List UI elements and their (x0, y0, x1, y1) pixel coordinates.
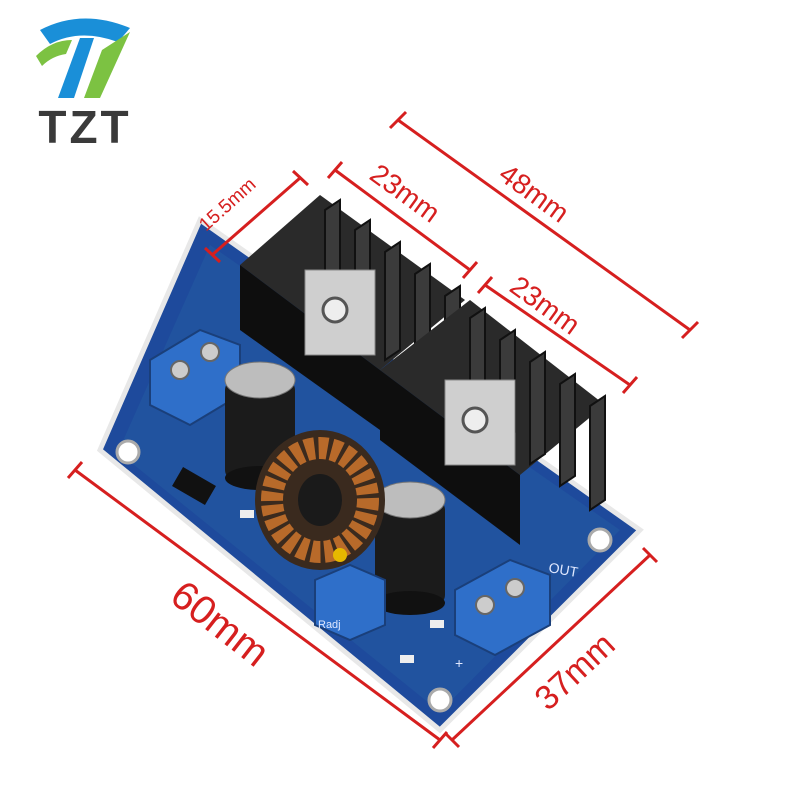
mounting-hole (587, 527, 613, 553)
trimmer-potentiometer (314, 548, 386, 642)
tzt-logo-mark (36, 18, 130, 98)
dim-heatsink-depth: 15.5mm (195, 174, 260, 236)
adjust-label: Radj (318, 619, 341, 631)
brand-name: TZT (38, 101, 132, 153)
dim-heatsink-width-1: 23mm (364, 158, 445, 229)
dim-board-length: 60mm (162, 572, 277, 675)
output-label: OUT (547, 559, 579, 580)
capacitor-right (374, 481, 446, 615)
heatsink-right (380, 300, 606, 545)
mounting-hole (427, 687, 453, 713)
toroid-inductor (255, 430, 385, 570)
dim-board-height: 37mm (528, 626, 623, 718)
plus-label: + (455, 655, 463, 671)
mounting-hole (115, 439, 141, 465)
dimension-lines (66, 110, 700, 749)
output-terminal (454, 558, 551, 657)
ic-chip (172, 466, 216, 506)
